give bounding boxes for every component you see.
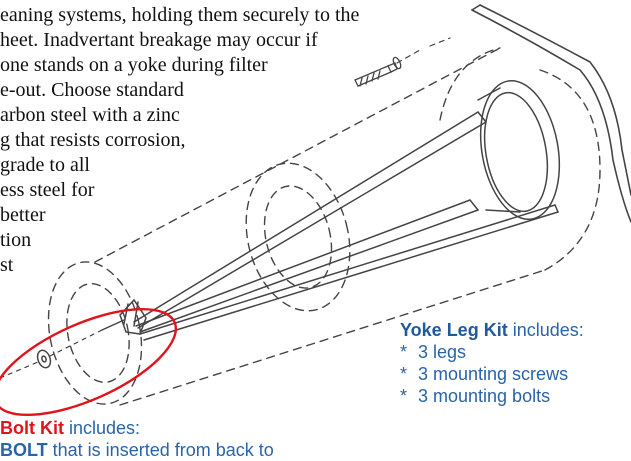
bolt-alignment-line [0, 329, 103, 379]
yoke-leg-kit-item-label: 3 legs [418, 342, 467, 362]
body-text-line: tion [0, 229, 32, 251]
yoke-leg-kit-heading: Yoke Leg Kit includes: [400, 319, 584, 341]
bolt-kit-title: Bolt Kit [0, 418, 64, 438]
yoke-leg-kit-item-label: 3 mounting bolts [418, 386, 551, 406]
yoke-leg-kit-item: * 3 mounting bolts [400, 385, 584, 407]
body-text-line: g that resists corrosion, [0, 129, 186, 151]
tube-sheet-plate [471, 4, 631, 223]
bullet-asterisk: * [400, 364, 408, 384]
yoke-leg-kit-item-label: 3 mounting screws [418, 364, 569, 384]
bolt-kit-heading: Bolt Kit includes: [0, 417, 274, 439]
body-text-line: ess steel for [0, 179, 95, 201]
body-text-line: arbon steel with a zinc [0, 104, 180, 126]
bolt-washer [36, 349, 52, 369]
body-text-line: heet. Inadvertant breakage may occur if [0, 29, 318, 51]
bolt-kit-description: BOLT that is inserted from back to [0, 439, 274, 461]
yoke-leg-kit-title-suffix: includes: [507, 320, 584, 340]
bolt-highlight-ellipse [0, 307, 178, 417]
body-text-line: grade to all [0, 154, 90, 176]
filter-cylinder-outline [47, 47, 601, 406]
bolt-kit-title-suffix: includes: [63, 418, 141, 438]
mounting-screw [354, 56, 402, 87]
yoke-leg-kit-callout: Yoke Leg Kit includes: * 3 legs * 3 mounti… [400, 319, 584, 407]
body-text-line: st [0, 254, 14, 276]
body-text-line: one stands on a yoke during filter [0, 54, 268, 76]
yoke-leg-kit-title: Yoke Leg Kit [400, 320, 508, 340]
body-text-line: eaning systems, holding them securely to… [0, 4, 360, 26]
yoke-leg-kit-item: * 3 legs [400, 341, 584, 363]
bolt-kit-callout: Bolt Kit includes: BOLT that is inserted… [0, 417, 274, 461]
body-text-line: better [0, 204, 46, 226]
yoke-assembly-drawing [0, 4, 631, 417]
screw-alignment-line [396, 37, 451, 64]
tube-sheet-collar [477, 79, 561, 221]
yoke-leg-kit-item: * 3 mounting screws [400, 363, 584, 385]
yoke-hub [101, 298, 147, 335]
bolt-kit-bolt-label: BOLT [0, 440, 48, 460]
bullet-asterisk: * [400, 342, 408, 362]
bullet-asterisk: * [400, 386, 408, 406]
body-text-line: e-out. Choose standard [0, 79, 184, 101]
yoke-legs [133, 111, 559, 341]
bolt-kit-description-text: that is inserted from back to [47, 440, 274, 460]
